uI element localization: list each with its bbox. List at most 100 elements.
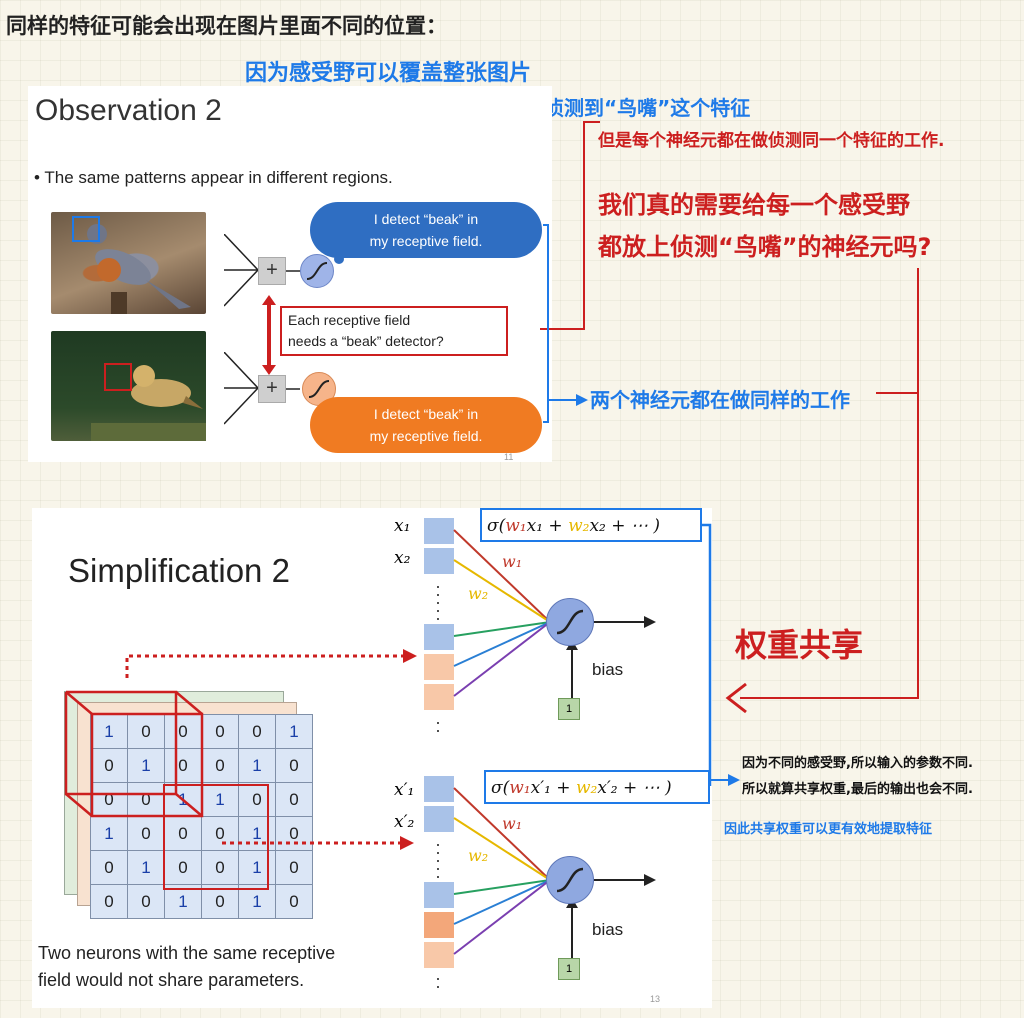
formula2-plus: + xyxy=(550,778,576,798)
grid-cell: 0 xyxy=(275,782,313,817)
grid-cell: 0 xyxy=(238,782,276,817)
formula2-x1: x′₁ xyxy=(530,778,551,798)
ellipsis-dots: ·· xyxy=(435,712,441,740)
slide2-title: Simplification 2 xyxy=(68,552,290,589)
sigmoid-icon xyxy=(306,262,328,280)
input-lines-top xyxy=(224,234,259,307)
input-cell-5 xyxy=(424,684,454,710)
grid-cell: 0 xyxy=(275,850,313,885)
bias-input-bottom: 1 xyxy=(558,958,580,980)
label-x1: x₁ xyxy=(394,516,411,536)
grid-cell: 0 xyxy=(127,714,165,749)
callout-box: Each receptive field needs a “beak” dete… xyxy=(280,306,508,356)
formula2-w2: w₂ xyxy=(575,778,598,798)
caption-line-1: Two neurons with the same receptive xyxy=(38,943,336,963)
sum-node-top: + xyxy=(258,257,286,285)
grid-cell: 1 xyxy=(127,748,165,783)
neuron-node-top xyxy=(546,598,594,646)
formula-box-bottom: σ(w₁x′₁ + w₂x′₂ + ⋯ ) xyxy=(484,770,710,804)
bird-photo-bottom xyxy=(51,331,206,441)
blue-note-3: 因此共享权重可以更有效地提取特征 xyxy=(724,822,933,837)
input-cell-2 xyxy=(424,548,454,574)
cloud-bubble-top: I detect “beak” in my receptive field. xyxy=(310,202,542,258)
slide2-caption: Two neurons with the same receptive fiel… xyxy=(38,940,335,994)
cloud-dot xyxy=(334,254,344,264)
grid-cell: 1 xyxy=(238,748,276,783)
grid-cell: 0 xyxy=(201,748,239,783)
label-x1-prime: x′₁ xyxy=(394,780,415,800)
weight-sharing-note: 权重共享 xyxy=(735,626,864,664)
sigmoid-icon xyxy=(556,609,584,635)
slide-observation-2: Observation 2 • The same patterns appear… xyxy=(28,86,552,462)
grid-cell: 0 xyxy=(127,884,165,919)
neuron-node-bottom xyxy=(546,856,594,904)
label-x2: x₂ xyxy=(394,548,411,568)
label-w2-top: w₂ xyxy=(468,584,489,603)
dotted-arrow-top xyxy=(125,649,417,678)
bias-label-bottom: bias xyxy=(592,920,624,939)
grid-cell: 1 xyxy=(127,850,165,885)
bias-label-top: bias xyxy=(592,660,624,679)
ellipsis-dots: ····· xyxy=(435,576,441,628)
blue-arrow-note: 两个神经元都在做同样的工作 xyxy=(590,388,850,412)
label-w2-bottom: w₂ xyxy=(468,846,489,865)
grid-cell: 1 xyxy=(238,850,276,885)
input-lines-bottom xyxy=(224,352,259,425)
grid-cell: 0 xyxy=(275,748,313,783)
blue-note-1: 因为感受野可以覆盖整张图片 xyxy=(245,61,532,86)
input-cell-4 xyxy=(424,654,454,680)
weights-lines-top xyxy=(453,529,656,708)
dotted-arrow-bottom xyxy=(222,836,414,850)
slide-simplification-2: Simplification 2 10000101001000110010001… xyxy=(32,508,712,1008)
grid-cell: 0 xyxy=(201,850,239,885)
input-cell-8 xyxy=(424,882,454,908)
receptive-field-box-middle xyxy=(163,784,269,890)
formula2-x2: x′₂ xyxy=(597,778,618,798)
cloud-bottom-line-2: my receptive field. xyxy=(369,428,483,444)
bird-silhouette-icon xyxy=(87,224,191,314)
formula1-plus: + xyxy=(543,516,569,536)
cloud-top-line-1: I detect “beak” in xyxy=(373,211,479,227)
red-note-2b: 都放上侦测“鸟嘴”的神经元吗? xyxy=(598,233,932,261)
grid-cell: 0 xyxy=(90,884,128,919)
black-note-1: 因为不同的感受野,所以输入的参数不同. xyxy=(742,756,973,771)
slide2-page-number: 13 xyxy=(650,994,661,1004)
caption-line-2: field would not share parameters. xyxy=(38,970,305,990)
cloud-top-line-2: my receptive field. xyxy=(369,233,483,249)
activation-node-top xyxy=(300,254,334,288)
label-w1-top: w₁ xyxy=(502,552,523,571)
sum-node-bottom: + xyxy=(258,375,286,403)
sigmoid-icon xyxy=(308,380,330,398)
grid-cell: 0 xyxy=(238,714,276,749)
cloud-bubble-bottom: I detect “beak” in my receptive field. xyxy=(310,397,542,453)
grid-cell: 0 xyxy=(127,816,165,851)
callout-line-1: Each receptive field xyxy=(288,312,411,328)
grid-cell: 1 xyxy=(275,714,313,749)
receptive-field-box-bottom xyxy=(104,363,132,391)
formula1-pre: σ( xyxy=(487,516,506,536)
input-cell-10 xyxy=(424,942,454,968)
ellipsis-dots: ····· xyxy=(435,834,441,886)
receptive-field-box-top xyxy=(72,216,100,242)
input-cell-6 xyxy=(424,776,454,802)
ellipsis-dots: ·· xyxy=(435,968,441,996)
grid-cell: 0 xyxy=(127,782,165,817)
bird-silhouette-icon xyxy=(91,365,206,441)
input-cell-9 xyxy=(424,912,454,938)
connector-top xyxy=(286,270,300,272)
sigmoid-icon xyxy=(556,867,584,893)
grid-cell: 0 xyxy=(164,850,202,885)
formula1-post: + ⋯ ) xyxy=(605,516,660,536)
slide-title: Observation 2 xyxy=(35,94,222,127)
grid-cell: 0 xyxy=(164,748,202,783)
formula1-x2: x₂ xyxy=(589,516,606,536)
grid-cell: 0 xyxy=(275,884,313,919)
input-cell-7 xyxy=(424,806,454,832)
grid-cell: 0 xyxy=(90,748,128,783)
connector-bottom xyxy=(286,388,300,390)
formula1-w1: w₁ xyxy=(505,516,527,536)
